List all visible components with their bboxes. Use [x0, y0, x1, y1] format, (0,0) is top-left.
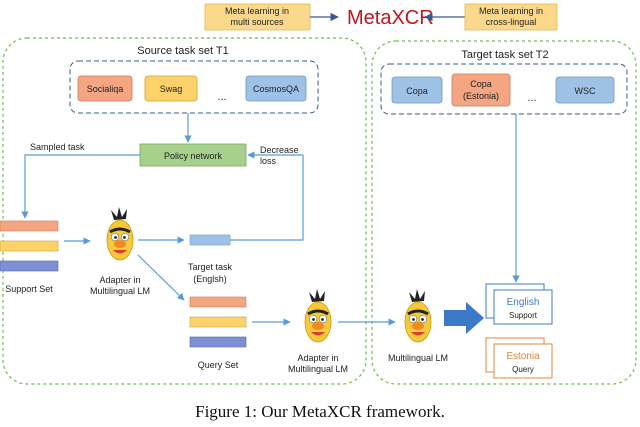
target-ellipsis: ...	[527, 92, 536, 104]
source-ellipsis: ...	[217, 91, 226, 103]
arrow-sampled-task	[21, 154, 140, 219]
big-arrow	[444, 302, 484, 334]
multilingual-lm-label: Multilingual LM	[388, 353, 448, 363]
english-card-sub: Support	[509, 311, 538, 320]
query-bar-3	[189, 336, 247, 348]
task-cosmosqa	[245, 75, 307, 102]
english-card-title: English	[507, 297, 540, 308]
task-copa-estonia-line2: (Estonia)	[463, 91, 499, 101]
target-task-line1: Target task	[188, 262, 233, 272]
query-set-label: Query Set	[198, 360, 239, 370]
task-socialiqa	[77, 75, 133, 102]
task-copa-label: Copa	[406, 86, 428, 96]
source-set-title: Source task set T1	[137, 45, 229, 57]
support-bar-1	[0, 220, 59, 232]
query-bar-2	[189, 316, 247, 328]
adapter-2-line2: Multilingual LM	[288, 364, 348, 374]
target-task-line2: (Englsh)	[193, 274, 227, 284]
support-bar-3	[0, 260, 59, 272]
task-wsc	[555, 76, 615, 104]
title: MetaXCR	[347, 7, 434, 29]
source-task-group	[69, 60, 319, 114]
task-copa-estonia-line1: Copa	[470, 79, 492, 89]
task-copa-estonia	[451, 73, 511, 107]
arrow-adapter-to-query	[137, 254, 185, 301]
estonia-card-sub: Query	[512, 365, 534, 374]
adapter-2-line1: Adapter in	[297, 353, 338, 363]
meta-multi-line1: Meta learning in	[225, 6, 289, 16]
bert-adapter-1-icon	[105, 205, 135, 262]
task-copa	[391, 76, 443, 104]
target-task-bar	[189, 234, 231, 246]
adapter-1-line1: Adapter in	[99, 275, 140, 285]
query-bar-1	[189, 296, 247, 308]
meta-multi-line2: multi sources	[230, 17, 284, 27]
decrease-loss-line2: loss	[260, 156, 277, 166]
source-region	[2, 37, 367, 385]
bert-adapter-2-icon	[303, 287, 333, 344]
target-region	[371, 40, 637, 385]
target-task-group	[380, 63, 628, 115]
meta-cross-line1: Meta learning in	[479, 6, 543, 16]
support-set-label: Support Set	[5, 284, 53, 294]
sampled-task-label: Sampled task	[30, 142, 85, 152]
task-swag	[144, 75, 198, 102]
target-set-title: Target task set T2	[461, 49, 548, 61]
estonia-card-title: Estonia	[506, 351, 540, 362]
adapter-1-line2: Multilingual LM	[90, 286, 150, 296]
policy-network-label: Policy network	[164, 151, 223, 161]
estonia-card	[493, 343, 553, 379]
task-wsc-label: WSC	[575, 86, 596, 96]
support-bar-2	[0, 240, 59, 252]
decrease-loss-line1: Decrease	[260, 145, 299, 155]
meta-multi-box	[204, 3, 311, 31]
task-cosmosqa-label: CosmosQA	[253, 84, 299, 94]
task-swag-label: Swag	[160, 84, 183, 94]
bert-multilingual-lm-icon	[403, 287, 433, 344]
meta-cross-box	[464, 3, 558, 31]
task-socialiqa-label: Socialiqa	[87, 84, 124, 94]
arrow-decrease-loss	[230, 151, 304, 241]
meta-cross-line2: cross-lingual	[486, 17, 537, 27]
figure-caption: Figure 1: Our MetaXCR framework.	[195, 402, 445, 421]
english-card	[493, 289, 553, 325]
